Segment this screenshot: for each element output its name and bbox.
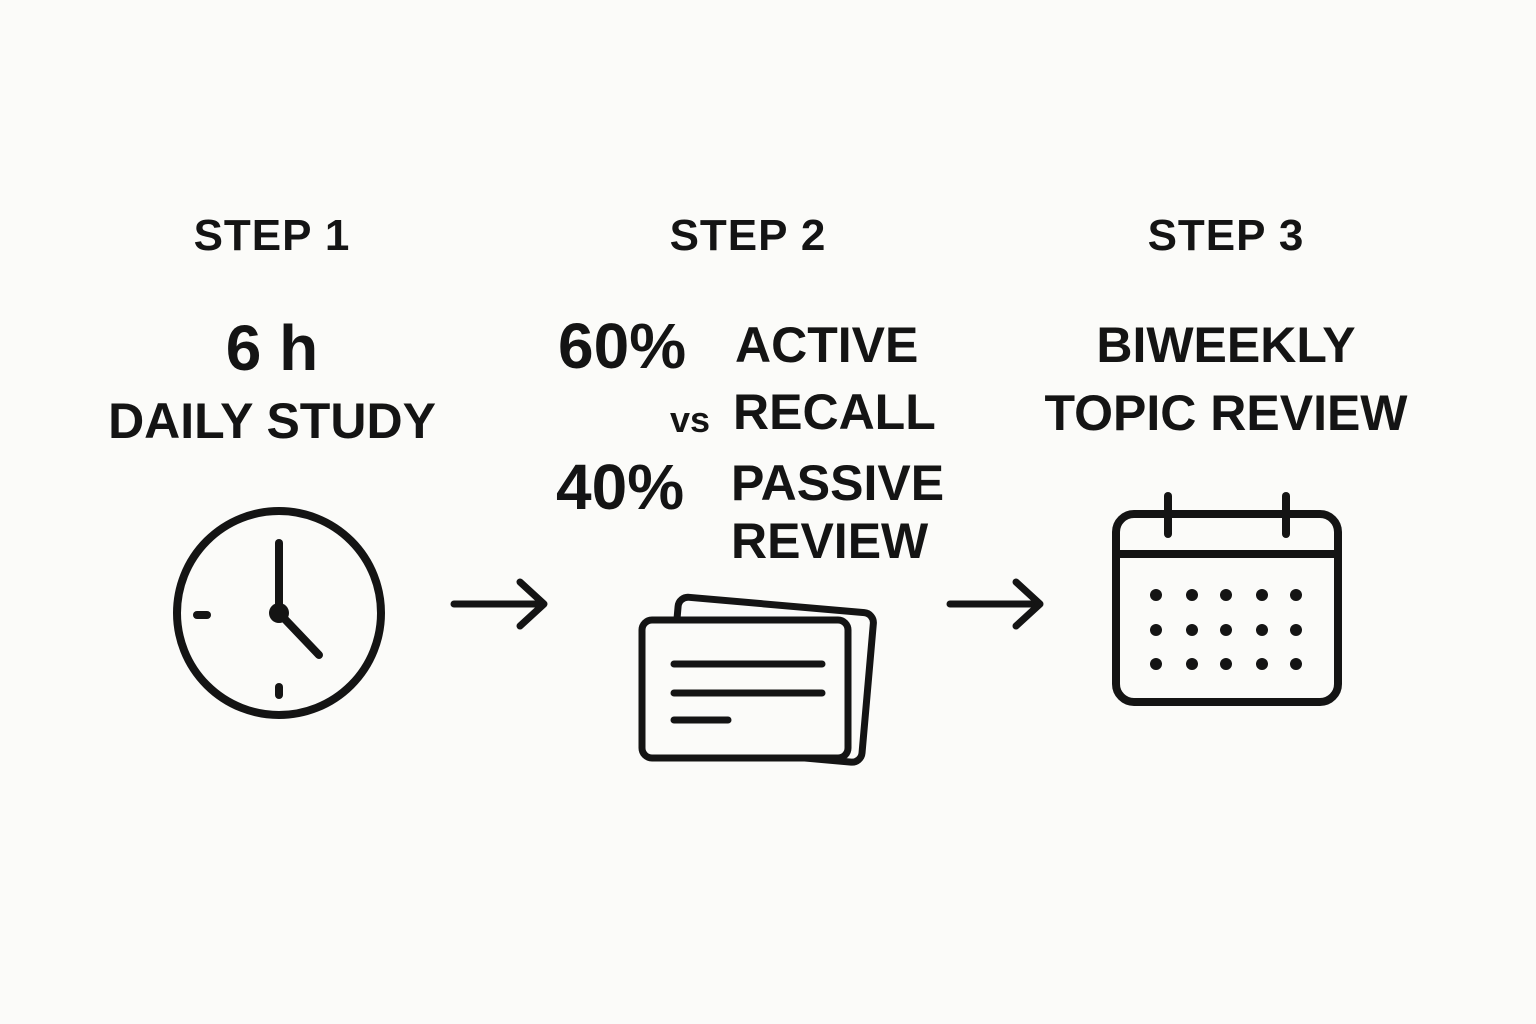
arrow-right-icon xyxy=(450,578,548,630)
step-1-title: STEP 1 xyxy=(193,211,351,260)
recall-label: RECALL xyxy=(733,384,936,440)
flashcards-icon xyxy=(638,593,877,766)
step-3-line-2: TOPIC REVIEW xyxy=(1044,385,1408,441)
passive-percent: 40% xyxy=(556,451,685,523)
active-label: ACTIVE xyxy=(735,317,919,373)
passive-label: PASSIVE xyxy=(731,455,945,511)
vs-label: vs xyxy=(670,399,711,440)
step-1-value: 6 h xyxy=(225,312,319,384)
active-percent: 60% xyxy=(558,310,687,382)
calendar-icon xyxy=(1112,492,1342,706)
review-label: REVIEW xyxy=(731,513,929,569)
step-3-title: STEP 3 xyxy=(1147,211,1305,260)
clock-icon xyxy=(173,507,385,719)
arrow-right-icon xyxy=(946,578,1044,630)
step-2-title: STEP 2 xyxy=(669,211,827,260)
step-3-line-1: BIWEEKLY xyxy=(1096,317,1356,373)
step-1-label: DAILY STUDY xyxy=(108,393,436,449)
